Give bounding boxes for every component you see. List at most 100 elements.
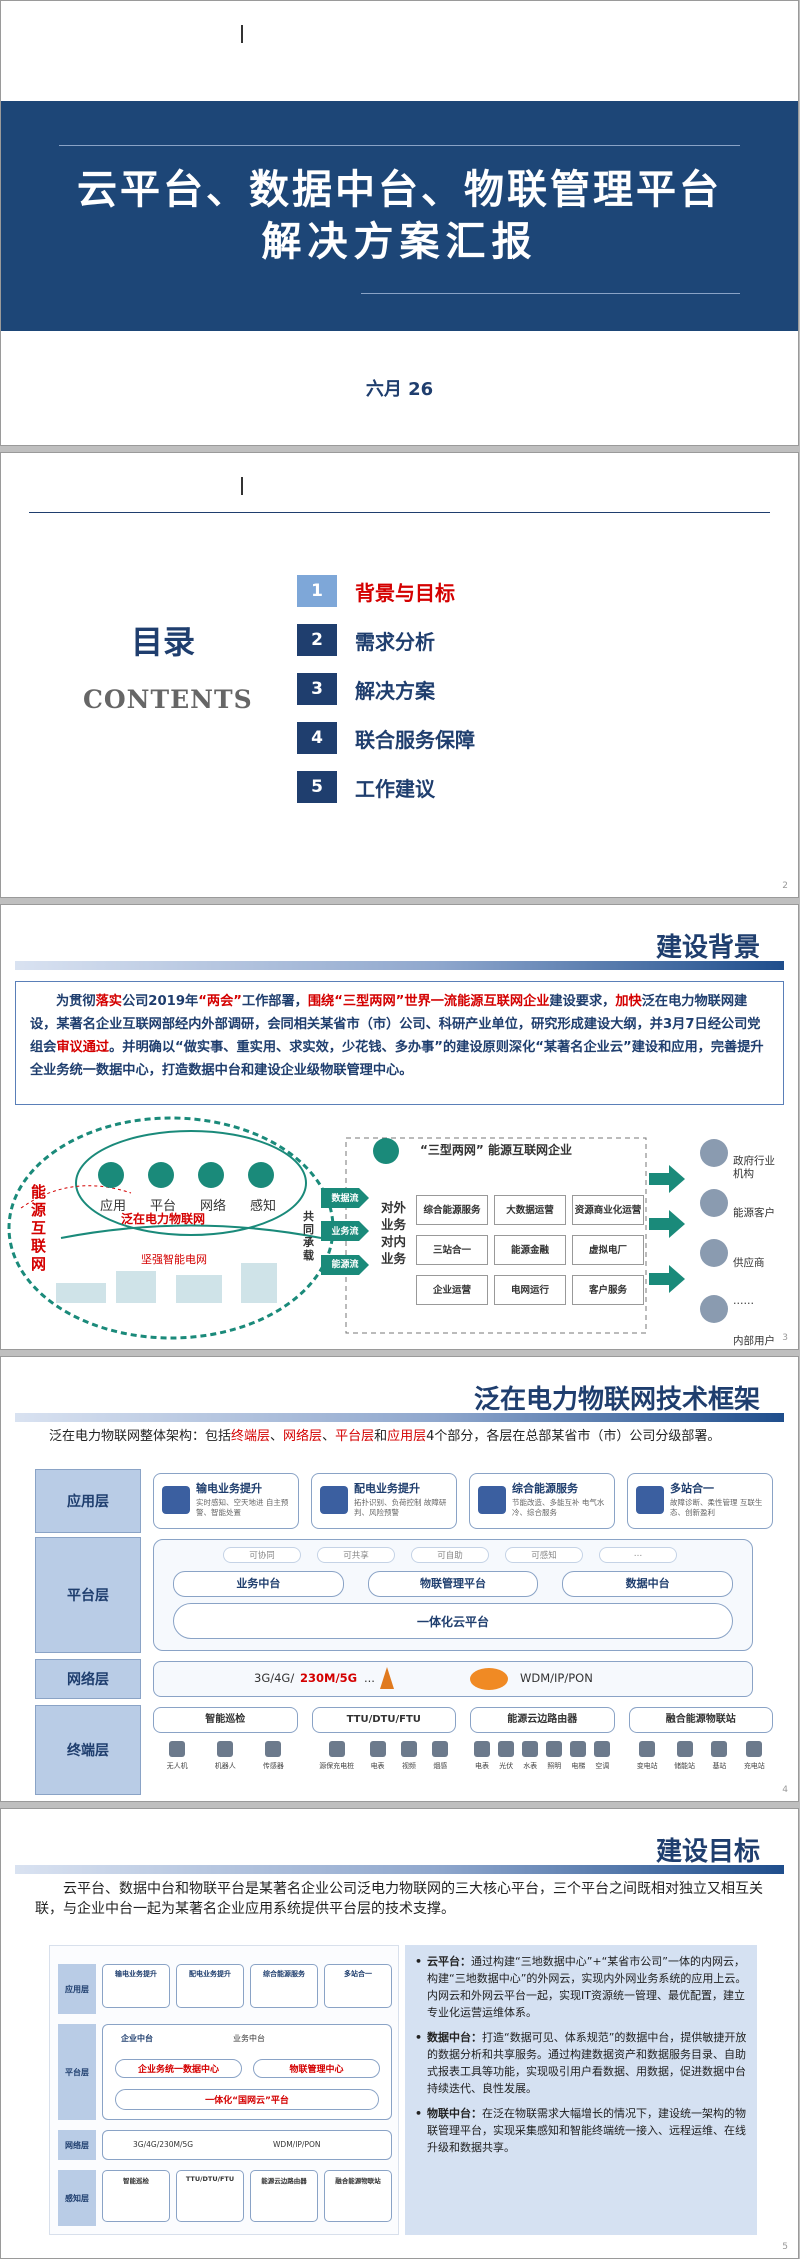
toc-title: 目录 xyxy=(131,623,196,661)
title-bar xyxy=(15,961,784,970)
intro-segment: 网络层 xyxy=(283,1429,323,1444)
paragraph-segment: 围绕“三型两网”世界一流能源互联网企业 xyxy=(307,994,550,1009)
terminal-group-label: 智能巡检 xyxy=(153,1707,298,1733)
band-line-top xyxy=(59,145,740,146)
business-vertical-label: 对外业务 对内业务 xyxy=(381,1200,407,1266)
page-number: 5 xyxy=(782,2242,788,2252)
device-label: 电表 xyxy=(370,1762,385,1770)
terminal-device: 视频 xyxy=(400,1741,417,1771)
mini-data-center: 企业务统一数据中心 xyxy=(115,2059,242,2078)
device-icon xyxy=(169,1741,186,1757)
terminal-device: 变电站 xyxy=(637,1741,658,1771)
app-desc: 故障诊断、柔性管理 互联生态、创新盈利 xyxy=(670,1498,763,1517)
cover-title: 云平台、数据中台、物联管理平台 xyxy=(77,167,722,213)
terminal-group: 智能巡检无人机 机器人 传感器 xyxy=(153,1707,298,1791)
slide-background: 建设背景 为贯彻落实公司2019年“两会”工作部署，围绕“三型两网”世界一流能源… xyxy=(0,904,799,1350)
layer-label: 应用 xyxy=(99,1199,126,1214)
mini-enterprise-platform: 企业中台 xyxy=(121,2034,153,2043)
mini-app-card: 综合能源服务 xyxy=(250,1964,318,2008)
device-icon xyxy=(676,1741,693,1757)
mini-terminal-card: TTU/DTU/FTU xyxy=(176,2170,244,2222)
terminal-group-label: TTU/DTU/FTU xyxy=(311,1707,456,1733)
device-icon xyxy=(474,1741,491,1757)
goal-point-body: 打造“数据可见、体系规范”的数据中台，提供敏捷开放的数据分析和共享服务。通过构建… xyxy=(427,2031,747,2095)
mini-terminal-card: 融合能源物联站 xyxy=(324,2170,392,2222)
band-line-bottom xyxy=(361,293,740,294)
device-label: 机器人 xyxy=(214,1762,236,1770)
device-icon xyxy=(400,1741,417,1757)
device-label: 无人机 xyxy=(166,1762,188,1770)
paragraph-segment: “两会” xyxy=(198,994,242,1009)
background-textbox: 为贯彻落实公司2019年“两会”工作部署，围绕“三型两网”世界一流能源互联网企业… xyxy=(15,981,784,1105)
device-label: 视频 xyxy=(401,1762,416,1770)
layer-label-box: 平台层 xyxy=(35,1537,141,1653)
business-box: 综合能源服务 xyxy=(416,1195,488,1225)
application-cards: 输电业务提升实时感知、空天地进 自主预警、智能处置配电业务提升拓扑识别、负荷控制… xyxy=(153,1473,773,1529)
device-icon xyxy=(522,1741,539,1757)
app-icon xyxy=(320,1486,348,1514)
layer-label-box: 终端层 xyxy=(35,1705,141,1795)
intro-segment: 应用层 xyxy=(387,1429,427,1444)
intro-segment: 泛在电力物联网整体架构：包括 xyxy=(49,1429,232,1444)
device-icon xyxy=(498,1741,515,1757)
goals-intro: 云平台、数据中台和物联平台是某著名企业公司泛电力物联网的三大核心平台，三个平台之… xyxy=(35,1881,763,1917)
title-bar xyxy=(15,1865,784,1874)
title-bar xyxy=(15,1413,784,1422)
terminal-device: 传感器 xyxy=(263,1741,284,1771)
paragraph-segment: 落实 xyxy=(95,994,122,1009)
platform-tag: 可共享 xyxy=(317,1547,395,1563)
terminal-device: 无人机 xyxy=(167,1741,188,1771)
cloud-platform-label: 一体化云平台 xyxy=(416,1615,489,1629)
device-label: 充电站 xyxy=(743,1762,765,1770)
terminal-device: 照明 xyxy=(546,1741,563,1771)
device-label: 传感器 xyxy=(262,1762,284,1770)
slide-title: 建设目标 xyxy=(655,1837,760,1867)
slide-framework: 泛在电力物联网技术框架 泛在电力物联网整体架构：包括终端层、网络层、平台层和应用… xyxy=(0,1356,799,1802)
paragraph-segment: 公司2019年 xyxy=(121,994,199,1009)
stakeholder-label: …… xyxy=(733,1295,754,1307)
mini-network-frame: 3G/4G/230M/5G WDM/IP/PON xyxy=(102,2130,392,2160)
bullet-icon: • xyxy=(415,2107,423,2120)
device-icon xyxy=(746,1741,763,1757)
bullet-icon: • xyxy=(415,2031,423,2044)
app-icon xyxy=(162,1486,190,1514)
goal-point-body: 通过构建“三地数据中心”+“某省市公司”一体的内网云，构建“三地数据中心”的外网… xyxy=(427,1955,747,2019)
top-tick xyxy=(241,25,243,43)
device-icon xyxy=(639,1741,656,1757)
bullet-icon: • xyxy=(415,1955,423,1968)
terminal-device: 电表 xyxy=(474,1741,491,1771)
mini-net-wireless: 3G/4G/230M/5G xyxy=(133,2140,194,2149)
terminal-device: 光伏 xyxy=(498,1741,515,1771)
smart-grid-label: 坚强智能电网 xyxy=(141,1253,207,1266)
stakeholder-label: 政府行业机构 xyxy=(733,1155,775,1180)
router-icon xyxy=(470,1668,508,1690)
device-label: 光伏 xyxy=(499,1762,514,1770)
paragraph-segment: 工作部署， xyxy=(241,994,308,1009)
mini-terminal-card: 能源云边路由器 xyxy=(250,2170,318,2222)
cover-title-2: 解决方案汇报 xyxy=(261,219,538,265)
goals-points-panel: •云平台：通过构建“三地数据中心”+“某省市公司”一体的内网云，构建“三地数据中… xyxy=(405,1945,757,2235)
app-card: 综合能源服务节能改造、多能互补 电气水冷、综合服务 xyxy=(469,1473,615,1529)
business-box: 企业运营 xyxy=(416,1275,488,1305)
app-name: 多站合一 xyxy=(670,1482,714,1495)
net-wireless-b: 230M/5G xyxy=(300,1671,358,1685)
paragraph-segment: 审议通过 xyxy=(56,1040,110,1055)
platform-block: 数据中台 xyxy=(562,1571,734,1597)
terminal-device: 充电站 xyxy=(744,1741,765,1771)
business-grid: 综合能源服务大数据运营资源商业化运营三站合一能源金融虚拟电厂企业运营电网运行客户… xyxy=(416,1195,646,1305)
terminal-device: 机器人 xyxy=(215,1741,236,1771)
layer-label: 网络 xyxy=(199,1199,226,1214)
terminal-devices: 源保充电桩电表视频烟感 xyxy=(312,1741,457,1771)
business-box: 资源商业化运营 xyxy=(572,1195,644,1225)
app-card: 配电业务提升拓扑识别、负荷控制 故障研判、风险预警 xyxy=(311,1473,457,1529)
mini-business-platform: 业务中台 xyxy=(233,2034,265,2043)
platform-tags: 可协同可共享可自助可感知… xyxy=(223,1547,683,1563)
